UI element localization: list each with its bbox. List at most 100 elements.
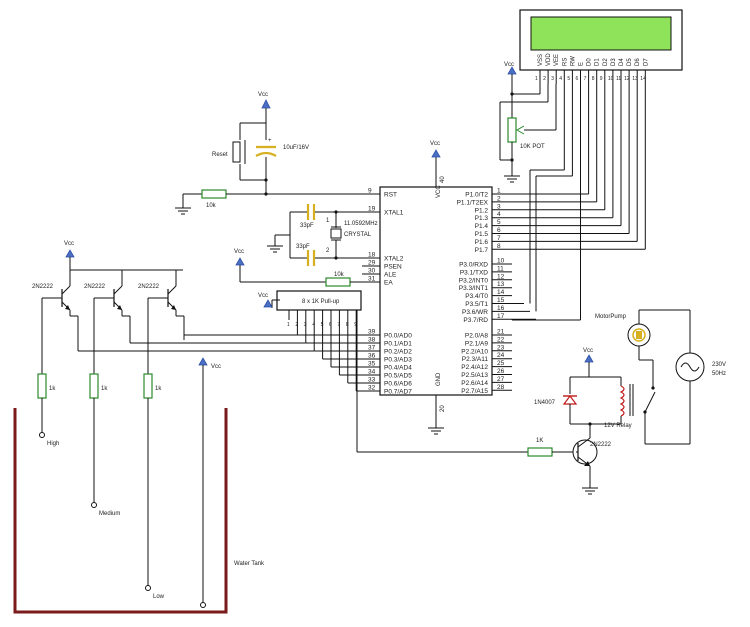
mcu-pin-number: 37 [368, 345, 376, 352]
mcu-pin-number: 10 [497, 258, 505, 265]
mcu-pin-number: 16 [497, 305, 505, 312]
mcu-pin-number: 1 [497, 188, 501, 195]
lcd-pin-label: D4 [619, 58, 625, 66]
lcd-pin-label: D3 [611, 58, 617, 66]
sensor-resistor [89, 373, 99, 399]
sensor-resistor-label: 1k [101, 386, 108, 392]
crystal [330, 228, 342, 239]
mcu-pin-number: 30 [368, 268, 376, 275]
mcu-pin-number: 39 [368, 329, 376, 336]
ea-resistor [325, 277, 351, 287]
tank-label: Water Tank [234, 561, 265, 567]
mcu-pin-number: 18 [368, 252, 376, 259]
svg-text:33pF: 33pF [300, 223, 314, 229]
mcu-pin-number: 17 [497, 313, 505, 320]
lcd-pin-number: 7 [584, 76, 587, 82]
lcd-pin-label: VDD [546, 53, 552, 66]
mcu-pin-number: 36 [368, 353, 376, 360]
mcu-pin-name: P0.7/AD7 [384, 389, 412, 396]
mcu-pin-number: 23 [497, 344, 505, 351]
lcd-wires [511, 84, 646, 321]
reset-circuit: Vcc + 10uF/16V Reset 10k [175, 92, 380, 215]
pot-resistor [507, 117, 517, 143]
reset-resistor [201, 189, 227, 199]
lcd-pin-label: VEE [554, 54, 560, 66]
relay-coil [619, 385, 625, 417]
mcu-pin-name: P1.7 [475, 247, 489, 254]
lcd-pin-number: 4 [559, 76, 562, 82]
svg-text:Vcc: Vcc [583, 348, 593, 354]
level-probe [39, 432, 45, 438]
svg-text:10k: 10k [334, 272, 345, 278]
mcu-pin-number: 35 [368, 361, 376, 368]
relay-base-resistor [527, 447, 553, 457]
mcu-pin-name: P0.6/AD6 [384, 381, 412, 388]
mcu-pin-name: ALE [384, 272, 397, 279]
mcu-pin-number: 21 [497, 329, 505, 336]
mcu-vcc-pin: 40 [440, 176, 446, 183]
mcu-pin-number: 8 [497, 243, 501, 250]
mcu-pin-number: 32 [368, 385, 376, 392]
svg-text:10k: 10k [206, 203, 217, 209]
lcd-display: VSS1VDD2VEE3RS4RW5E6D07D18D29D310D411D51… [519, 9, 683, 84]
motor-ac-loop: MotorPump 230V 50Hz [595, 309, 726, 445]
svg-text:10K POT: 10K POT [520, 144, 545, 150]
mcu-pin-name: RST [384, 192, 397, 199]
pullup-pin-number: 1 [287, 322, 290, 328]
mcu-pin-name: P2.5/A13 [461, 372, 488, 379]
sensor-resistor-label: 1k [49, 386, 56, 392]
svg-text:Vcc: Vcc [64, 241, 74, 247]
svg-text:33pF: 33pF [296, 244, 310, 250]
mcu-vcc-label: VCC [436, 185, 442, 198]
svg-text:Vcc: Vcc [258, 92, 268, 98]
mcu-pin-name: P3.1/TXD [460, 269, 488, 276]
ea-pullup: Vcc 10k [234, 249, 380, 287]
mcu-pin-number: 3 [497, 203, 501, 210]
mcu-pin-number: 22 [497, 336, 505, 343]
mcu-pin-name: P1.5 [475, 231, 489, 238]
lcd-pin-number: 11 [616, 76, 621, 82]
lcd-pin-number: 12 [624, 76, 630, 82]
svg-text:1: 1 [326, 218, 330, 224]
lcd-pin-label: D1 [595, 58, 601, 66]
lcd-pin-number: 1 [535, 76, 538, 82]
mcu-pin-name: P0.3/AD3 [384, 357, 412, 364]
lcd-pin-label: D6 [635, 58, 641, 66]
mcu-pin-name: P1.6 [475, 239, 489, 246]
mcu-pin-number: 4 [497, 211, 501, 218]
lcd-pin-label: VSS [538, 54, 544, 66]
transistor-label: 2N2222 [138, 284, 160, 290]
mcu-pin-name: P2.4/A12 [461, 364, 488, 371]
mcu-pin-name: PSEN [384, 264, 402, 271]
mcu-pin-number: 28 [497, 384, 505, 391]
level-label: Medium [99, 511, 120, 517]
lcd-pin-label: D5 [627, 58, 633, 66]
lcd-pin-number: 9 [600, 76, 603, 82]
mcu-pin-name: P0.5/AD5 [384, 373, 412, 380]
microcontroller-8051: 9RST19XTAL118XTAL229PSEN30ALE31EA39P0.0/… [362, 150, 512, 435]
relay-driver: 1K 2N2222 Vcc 1N4007 12V Relay [356, 310, 634, 495]
vcc-arrow-mcu: Vcc [430, 141, 441, 158]
mcu-pin-number: 24 [497, 352, 505, 359]
mcu-pin-name: P3.4/T0 [465, 293, 488, 300]
svg-text:Vcc: Vcc [211, 364, 221, 370]
mcu-pin-number: 5 [497, 219, 501, 226]
mcu-pin-number: 29 [368, 260, 376, 267]
lcd-pin-number: 6 [576, 76, 579, 82]
mcu-pin-number: 13 [497, 281, 505, 288]
lcd-pin-number: 3 [551, 76, 554, 82]
lcd-pin-number: 10 [608, 76, 614, 82]
lcd-pin-number: 14 [640, 76, 646, 82]
mcu-pin-name: P3.5/T1 [465, 301, 488, 308]
mcu-pin-name: P2.7/A15 [461, 388, 488, 395]
mcu-pin-name: P0.1/AD1 [384, 341, 412, 348]
svg-text:2N2222: 2N2222 [590, 442, 612, 448]
svg-text:1K: 1K [536, 438, 543, 444]
lcd-pin-label: D7 [643, 58, 649, 66]
svg-text:Vcc: Vcc [504, 62, 514, 68]
svg-text:12V Relay: 12V Relay [604, 423, 632, 429]
mcu-pin-number: 6 [497, 227, 501, 234]
lcd-pin-label: E [579, 62, 585, 66]
lcd-pin-label: RS [562, 58, 568, 66]
